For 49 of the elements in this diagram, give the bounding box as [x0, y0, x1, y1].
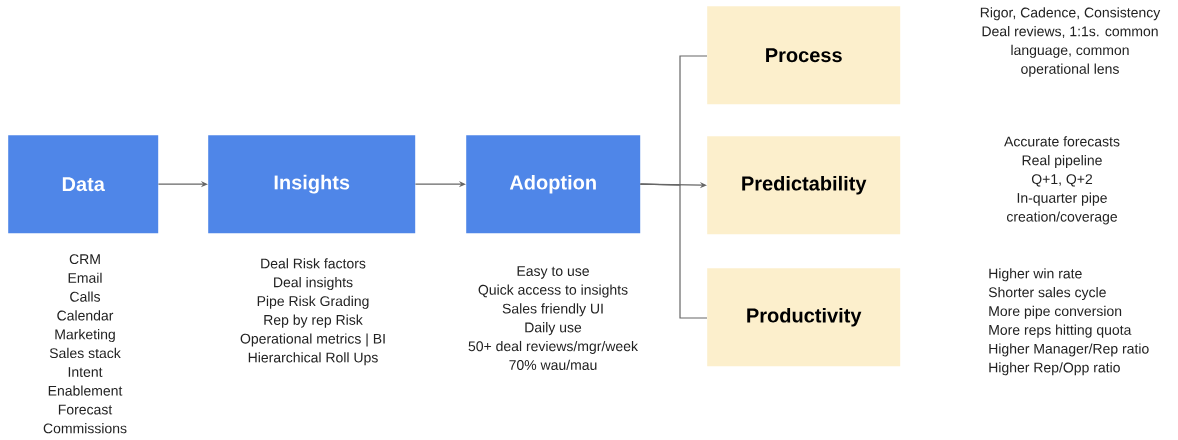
process-box: Insights: [208, 135, 416, 234]
process-box: Data: [8, 135, 159, 234]
node-label: Intent: [68, 367, 103, 377]
node-label: 50+ deal reviews/mgr/week: [468, 340, 639, 354]
node-label: CRM: [69, 254, 100, 265]
item-list: Higher win rate Shorter sales cycle More pipe conversion More reps hitting quota Higher Manager/Rep ratio Higher Rep/Opp ratio: [988, 268, 1149, 376]
node-label: 70% wau/mau: [509, 359, 597, 370]
item-list: Deal Risk factors Deal insights Pipe Risk Grading Rep by rep Risk Operational metrics | BI Hierarchical Roll Ups: [240, 258, 385, 366]
node-label: Accurate forecasts: [1004, 136, 1120, 147]
node-label: operational lens: [1021, 63, 1119, 77]
node-label: Rigor, Cadence, Consistency: [980, 7, 1161, 21]
node-label: In-quarter pipe: [1017, 192, 1107, 206]
node-label: Shorter sales cycle: [988, 287, 1106, 301]
node-label: Operational metrics | BI: [240, 333, 385, 347]
node-label: Q+1, Q+2: [1031, 174, 1093, 187]
node-label: Higher Manager/Rep ratio: [989, 343, 1149, 357]
node-label: Easy to use: [517, 266, 589, 279]
node-label: Marketing: [55, 329, 115, 343]
node-label: Daily use: [525, 322, 582, 336]
node-label: Deal Risk factors: [261, 258, 366, 269]
process-box: Process: [707, 6, 901, 105]
process-box: Predictability: [707, 136, 901, 235]
node-label: Higher win rate: [989, 268, 1082, 282]
node-label: language, common: [1011, 44, 1129, 58]
process-box: Productivity: [707, 268, 901, 367]
node-label: More pipe conversion: [989, 305, 1122, 319]
item-list: Easy to use Quick access to insights Sales friendly UI Daily use 50+ deal reviews/mgr/week 70% wau/mau: [468, 266, 638, 370]
node-label: Email: [68, 272, 102, 283]
node-label: Sales stack: [49, 347, 121, 359]
node-label: Calendar: [57, 310, 114, 321]
item-list: Rigor, Cadence, Consistency Deal reviews, 1:1s. common language, common operational lens: [980, 7, 1161, 77]
node-label: Quick access to insights: [478, 284, 628, 298]
node-label: Deal reviews, 1:1s. common: [982, 26, 1158, 38]
process-box: Adoption: [466, 135, 641, 234]
node-label: Commissions: [43, 423, 127, 434]
node-label: More reps hitting quota: [989, 324, 1132, 338]
node-label: Rep by rep Risk: [264, 314, 363, 328]
item-list: CRM Email Calls Calendar Marketing Sales stack Intent Enablement Forecast Commissions: [43, 254, 127, 434]
node-label: Hierarchical Roll Ups: [248, 352, 378, 366]
node-label: Calls: [70, 291, 101, 302]
node-label: Forecast: [58, 404, 113, 415]
node-label: Real pipeline: [1022, 154, 1102, 169]
node-label: Pipe Risk Grading: [257, 295, 369, 309]
node-label: Enablement: [48, 385, 123, 396]
node-label: Higher Rep/Opp ratio: [989, 362, 1120, 376]
node-label: Sales friendly UI: [502, 303, 603, 317]
item-list: Accurate forecasts Real pipeline Q+1, Q+2 In-quarter pipe creation/coverage: [1004, 136, 1120, 225]
node-label: Deal insights: [274, 277, 353, 291]
node-label: creation/coverage: [1006, 211, 1118, 225]
